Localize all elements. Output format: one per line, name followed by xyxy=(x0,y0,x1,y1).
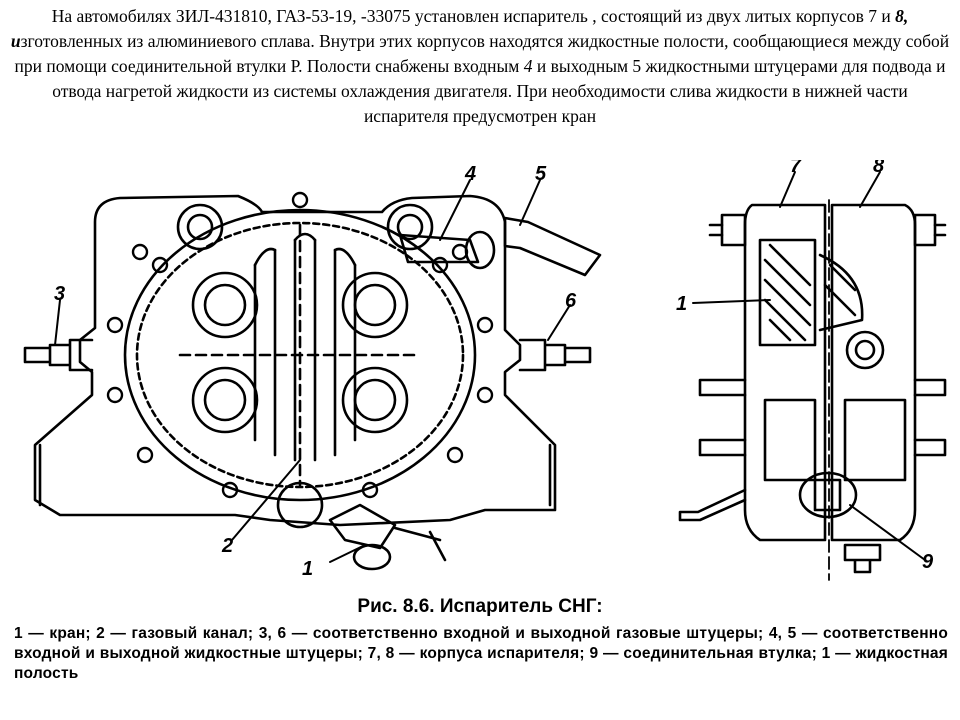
label-6-outlet-gas: 6 xyxy=(565,290,577,312)
cover-inner xyxy=(135,221,465,489)
liquid-cavity xyxy=(758,238,817,347)
tap-body xyxy=(328,503,397,550)
tap-nut xyxy=(352,543,392,571)
gas-channel-ribs xyxy=(253,238,357,462)
boss-hatch xyxy=(818,253,864,332)
gas-channel-bends xyxy=(253,232,357,267)
figure-legend: 1 — кран; 2 — газовый канал; 3, 6 — соот… xyxy=(14,625,948,682)
inlet-gas-fitting xyxy=(23,338,94,372)
figure-caption-title: Рис. 8.6. Испаритель СНГ: xyxy=(357,596,603,617)
lug-hole xyxy=(396,213,424,241)
label-1-liquid-cavity: 1 xyxy=(676,293,687,315)
outlet-gas-fitting xyxy=(518,338,592,372)
casing-7 xyxy=(743,203,827,542)
cover-outer xyxy=(123,208,477,502)
intro-paragraph: На автомобилях ЗИЛ-431810, ГАЗ-53-19, -3… xyxy=(10,4,950,129)
casing-8 xyxy=(830,203,917,542)
leader-lines xyxy=(54,171,926,563)
lug-hole xyxy=(386,203,434,251)
front-body-outline xyxy=(33,194,557,527)
front-view xyxy=(23,191,602,571)
connecting-sleeve xyxy=(798,471,858,519)
label-5-liquid-outlet: 5 xyxy=(535,163,547,185)
liquid-outlet-fitting xyxy=(503,216,602,277)
intro-num-4: 4 xyxy=(523,56,533,76)
lug-hole xyxy=(176,203,224,251)
liquid-inlet-fitting xyxy=(398,233,480,264)
label-8-casing: 8 xyxy=(873,160,885,177)
intro-text-3: и выходным 5 жидкостными штуцерами для п… xyxy=(52,56,946,126)
tap-handle xyxy=(393,526,447,562)
intro-text-1: На автомобилях ЗИЛ-431810, ГАЗ-53-19, -3… xyxy=(51,6,896,26)
lug-hole xyxy=(186,213,214,241)
label-3-inlet-gas: 3 xyxy=(54,283,65,305)
evaporator-drawing: 1 2 3 4 5 6 7 8 1 9 xyxy=(23,160,947,581)
side-view xyxy=(678,199,947,581)
intro-text-2: зготовленных из алюминиевого сплава. Вну… xyxy=(14,31,950,76)
label-7-casing: 7 xyxy=(790,160,802,177)
label-9-sleeve: 9 xyxy=(922,551,934,573)
label-2-gas-channel: 2 xyxy=(221,535,233,557)
label-4-liquid-inlet: 4 xyxy=(464,163,476,185)
label-1-tap: 1 xyxy=(302,558,313,580)
intro-num-8: 8, и xyxy=(10,6,909,51)
